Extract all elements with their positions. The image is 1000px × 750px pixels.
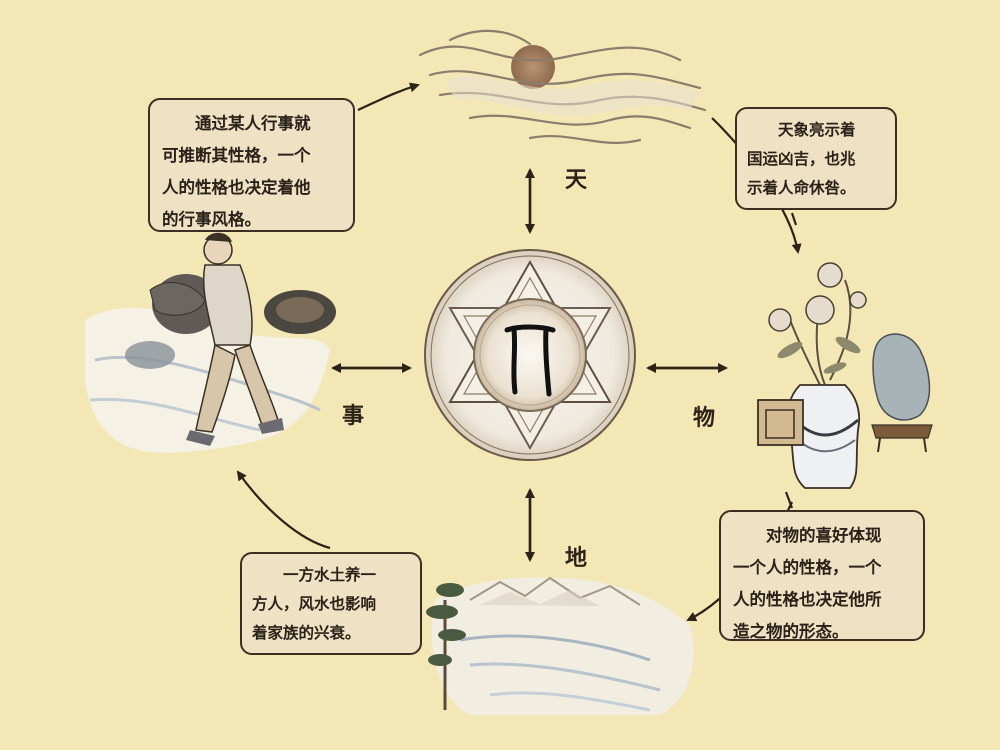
label-objects: 物 <box>693 405 716 431</box>
earth-note-line-1: 一方水土养一 <box>283 565 377 584</box>
affairs-note-line-1: 通过某人行事就 <box>195 114 311 133</box>
earth-note-line-3: 着家族的兴衰。 <box>252 623 361 642</box>
earth-note-line-2: 方人，风水也影响 <box>252 594 377 613</box>
heaven-note-line-3: 示着人命休咎。 <box>747 178 856 197</box>
affairs-note-line-3: 人的性格也决定着他 <box>162 178 311 197</box>
heaven-note: 天象亮示着 国运凶吉，也兆 示着人命休咎。 <box>735 107 897 210</box>
heaven-clouds-illustration <box>418 29 707 144</box>
affairs-note-line-4: 的行事风格。 <box>162 210 261 229</box>
arrow-earth-to-affairs <box>236 470 331 550</box>
heaven-note-line-2: 国运凶吉，也兆 <box>747 149 856 168</box>
objects-illustration <box>757 262 933 489</box>
label-affairs: 事 <box>342 403 365 429</box>
affairs-note-line-2: 可推断其性格，一个 <box>162 146 311 165</box>
objects-note-line-4: 造之物的形态。 <box>733 622 849 641</box>
center-medallion <box>424 249 636 461</box>
label-heaven: 天 <box>565 167 588 193</box>
affairs-illustration <box>85 232 336 453</box>
double-arrows <box>331 168 728 562</box>
earth-landscape-illustration <box>426 576 694 715</box>
objects-note-line-1: 对物的喜好体现 <box>766 526 882 545</box>
objects-note-line-2: 一个人的性格，一个 <box>733 558 882 577</box>
arrow-to-heaven <box>357 82 420 112</box>
heaven-note-line-1: 天象亮示着 <box>778 120 856 139</box>
objects-note-line-3: 人的性格也决定他所 <box>733 590 882 609</box>
earth-note: 一方水土养一 方人，风水也影响 着家族的兴衰。 <box>240 552 422 655</box>
affairs-note: 通过某人行事就 可推断其性格，一个 人的性格也决定着他 的行事风格。 <box>148 98 355 232</box>
objects-note: 对物的喜好体现 一个人的性格，一个 人的性格也决定他所 造之物的形态。 <box>719 510 925 641</box>
label-earth: 地 <box>565 545 588 571</box>
